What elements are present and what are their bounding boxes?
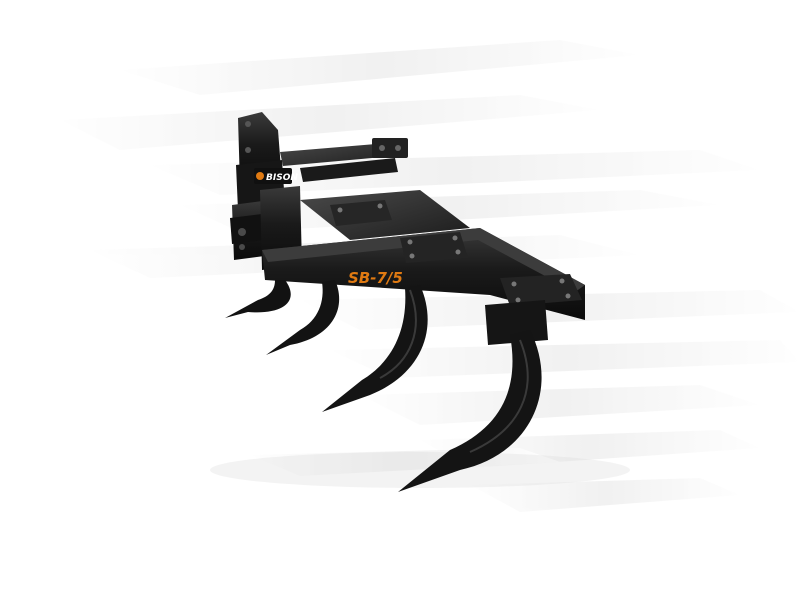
- model-decal: SB-7/5: [348, 269, 403, 287]
- shank-1: [225, 280, 291, 318]
- beam-plates: [330, 200, 582, 345]
- streak: [180, 190, 720, 232]
- shank-4: [398, 330, 542, 492]
- shank-2: [266, 280, 340, 355]
- streak: [120, 40, 640, 95]
- model-label: SB-7/5: [348, 269, 403, 287]
- top-link-bar: [280, 138, 408, 182]
- streak: [360, 385, 760, 425]
- streak: [60, 95, 600, 150]
- ground-shadow: [210, 452, 630, 488]
- shank-3: [322, 285, 428, 412]
- streak: [330, 340, 800, 378]
- brand-label: BISON: [266, 173, 298, 183]
- streak: [470, 478, 740, 512]
- brand-sticker: BISON: [254, 168, 298, 184]
